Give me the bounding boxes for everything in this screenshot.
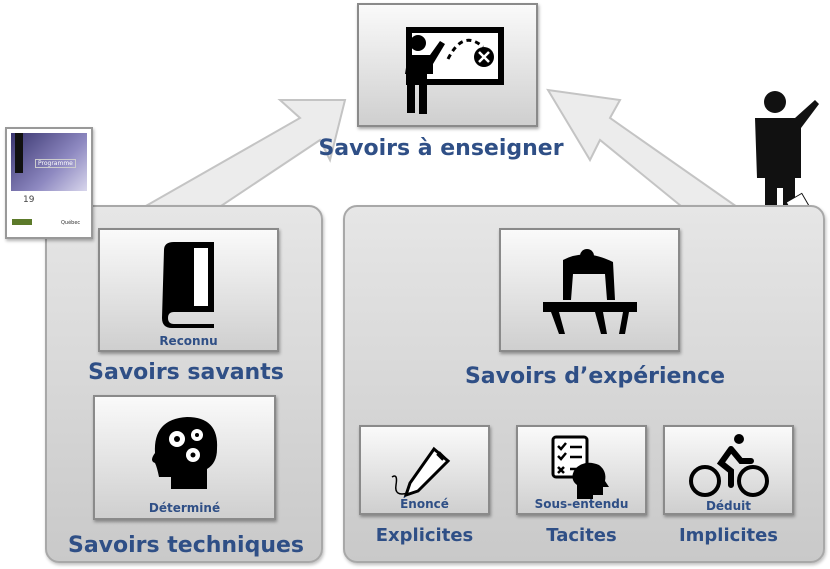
worker-icon bbox=[542, 249, 637, 334]
deduit-card: Déduit bbox=[663, 425, 794, 515]
savoirs-savants-title: Savoirs savants bbox=[88, 360, 284, 385]
experience-card bbox=[499, 228, 680, 352]
document-number: 19 bbox=[23, 195, 35, 205]
savants-caption: Reconnu bbox=[159, 334, 218, 348]
cyclist-icon bbox=[688, 434, 769, 497]
head-checklist-icon bbox=[551, 435, 609, 499]
teaching-card bbox=[357, 3, 538, 127]
document-publisher: Québec bbox=[61, 220, 81, 226]
pen-signature-icon bbox=[391, 446, 450, 498]
techniques-card: Déterminé bbox=[93, 395, 276, 520]
head-gears-icon bbox=[151, 417, 217, 489]
teacher-board-icon bbox=[404, 27, 504, 114]
savoirs-a-enseigner-title: Savoirs à enseigner bbox=[318, 136, 564, 161]
sous-entendu-card: Sous-entendu bbox=[516, 425, 647, 515]
savoirs-experience-title: Savoirs d’expérience bbox=[464, 364, 726, 389]
savoirs-techniques-title: Savoirs techniques bbox=[67, 533, 305, 558]
savants-card: Reconnu bbox=[98, 228, 279, 352]
enonce-caption: Énoncé bbox=[400, 497, 449, 511]
explicites-title: Explicites bbox=[375, 525, 474, 546]
techniques-caption: Déterminé bbox=[148, 501, 221, 515]
enonce-card: Énoncé bbox=[359, 425, 490, 515]
tacites-title: Tacites bbox=[546, 525, 617, 546]
implicites-title: Implicites bbox=[678, 525, 779, 546]
document-label: Programme bbox=[35, 159, 76, 168]
deduit-caption: Déduit bbox=[705, 499, 752, 513]
sous-entendu-caption: Sous-entendu bbox=[534, 497, 629, 511]
book-icon bbox=[161, 242, 214, 328]
program-document-thumbnail: Programme 19 Québec bbox=[5, 127, 93, 239]
